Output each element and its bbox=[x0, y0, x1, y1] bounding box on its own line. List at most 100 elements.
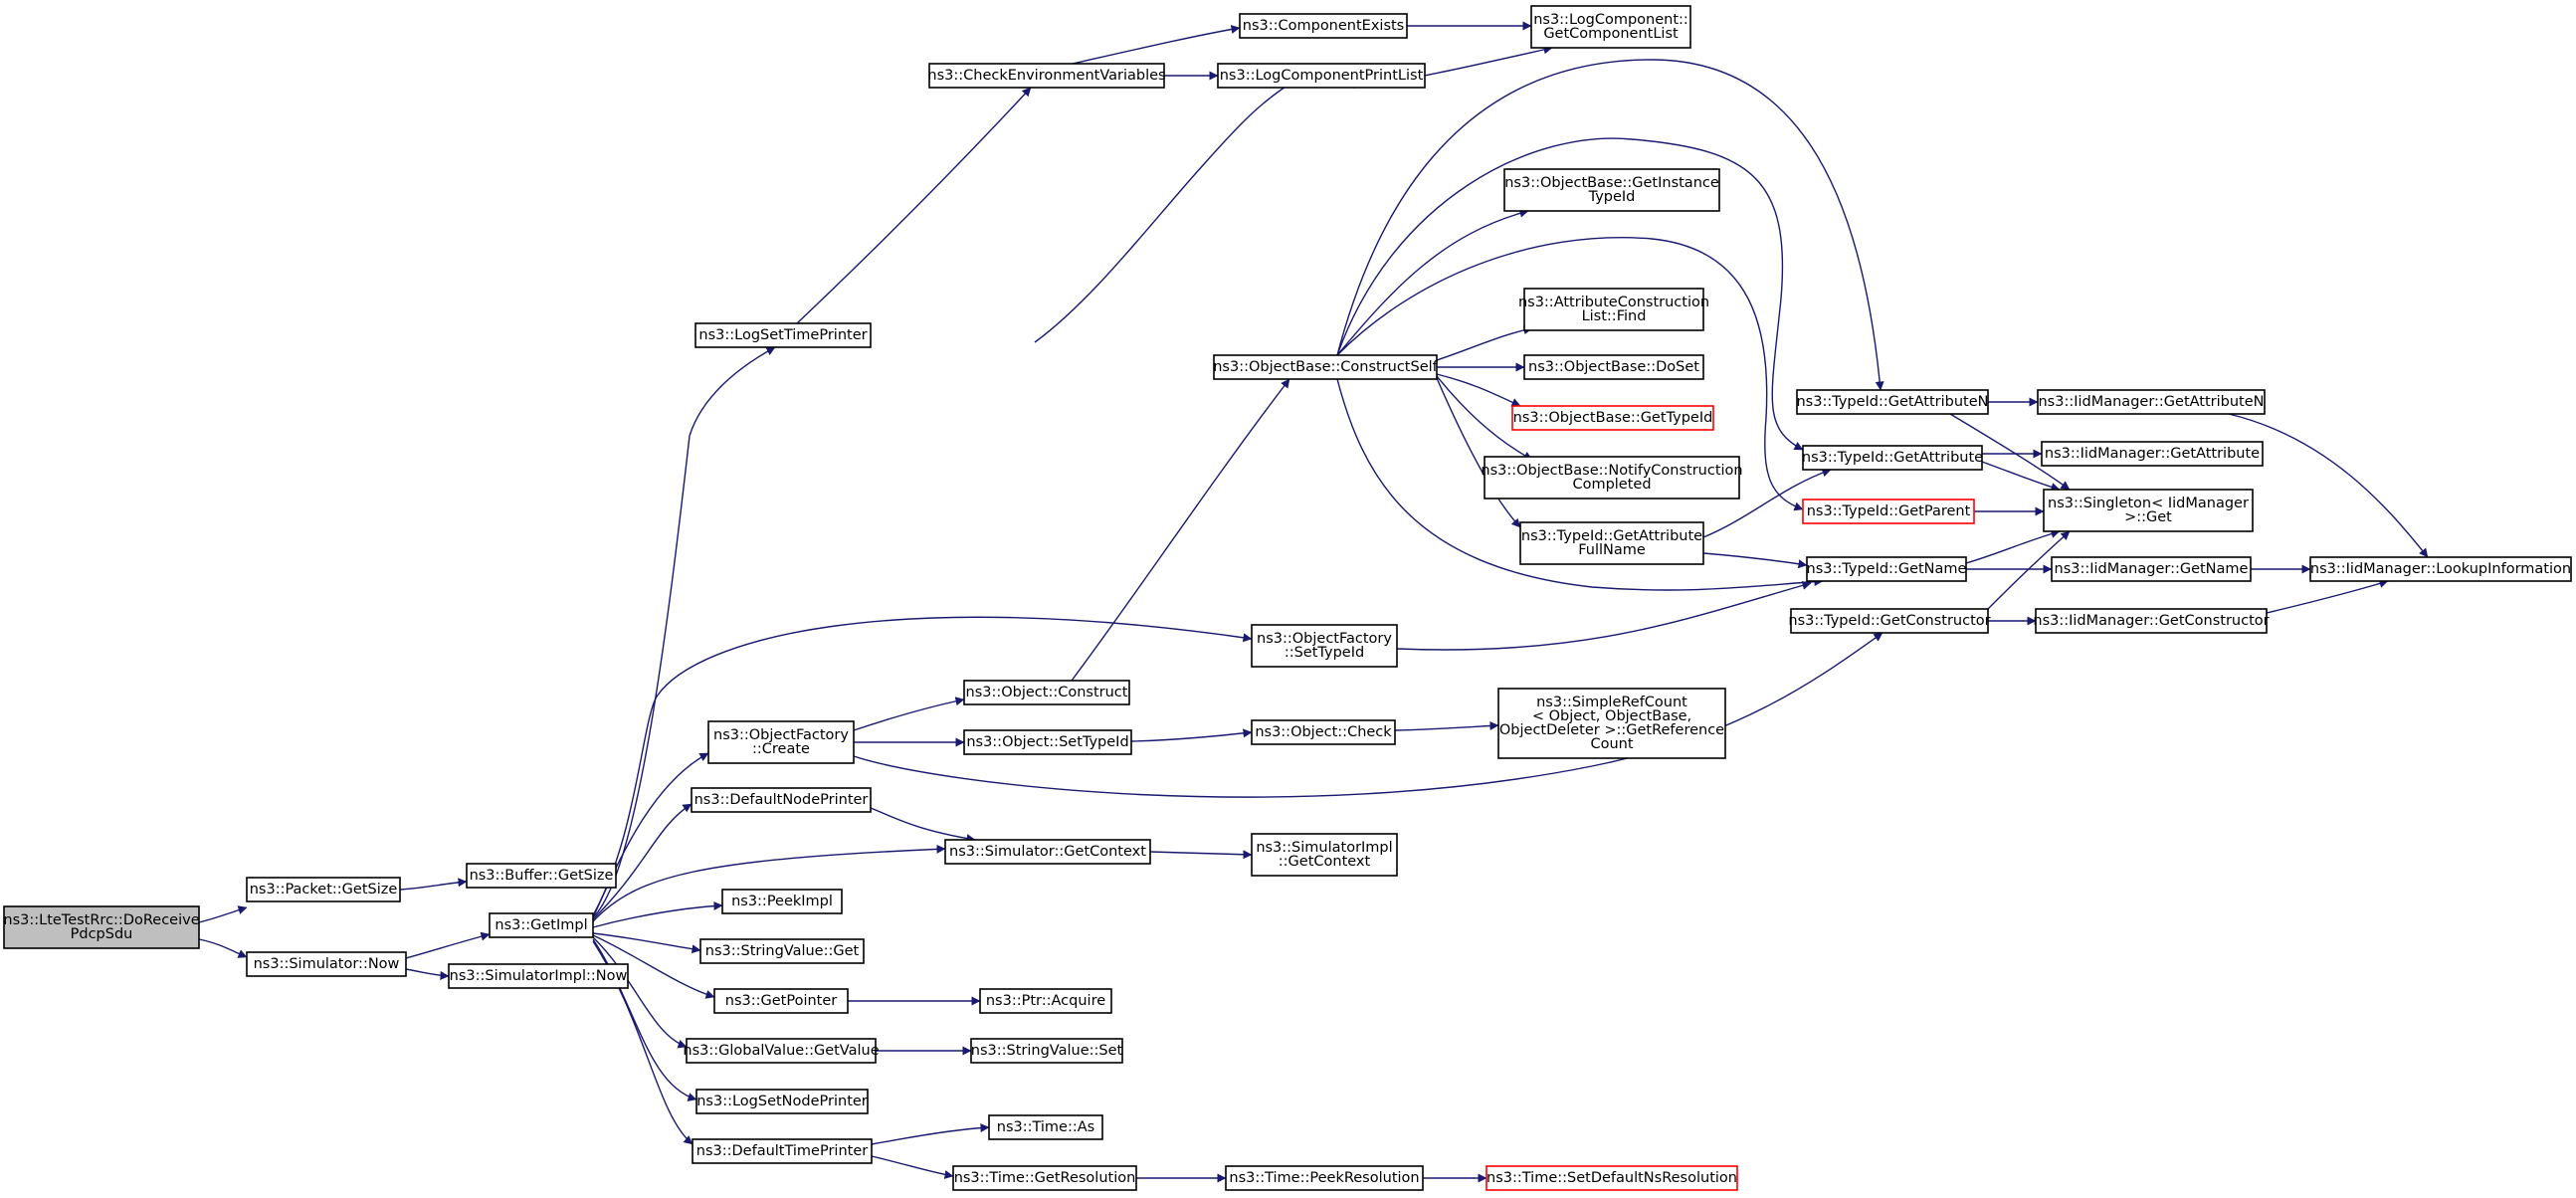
graph-node-typeid-getconstructor[interactable]: ns3::TypeId::GetConstructor bbox=[1788, 608, 1991, 634]
graph-node-ptr-acquire[interactable]: ns3::Ptr::Acquire bbox=[979, 988, 1112, 1014]
graph-node-getpointer[interactable]: ns3::GetPointer bbox=[713, 988, 849, 1014]
graph-node-time-as[interactable]: ns3::Time::As bbox=[988, 1114, 1103, 1140]
graph-node-getimpl[interactable]: ns3::GetImpl bbox=[489, 912, 594, 938]
graph-node-defaulttimeprinter[interactable]: ns3::DefaultTimePrinter bbox=[692, 1138, 873, 1164]
graph-node-simimpl-getcontext[interactable]: ns3::SimulatorImpl::GetContext bbox=[1251, 833, 1398, 877]
node-label: ::GetContext bbox=[1279, 854, 1371, 870]
graph-node-objfactory-settypeid[interactable]: ns3::ObjectFactory::SetTypeId bbox=[1251, 624, 1398, 668]
node-box bbox=[1251, 624, 1398, 668]
node-box bbox=[988, 1114, 1103, 1140]
graph-node-objbase-constructself[interactable]: ns3::ObjectBase::ConstructSelf bbox=[1213, 354, 1439, 380]
node-label: ns3::TypeId::GetAttributeN bbox=[1796, 394, 1988, 410]
node-box bbox=[246, 951, 407, 977]
graph-node-time-getresolution[interactable]: ns3::Time::GetResolution bbox=[952, 1165, 1137, 1191]
graph-node-peekimpl[interactable]: ns3::PeekImpl bbox=[721, 889, 843, 914]
graph-node-objbase-notify[interactable]: ns3::ObjectBase::NotifyConstructionCompl… bbox=[1481, 456, 1743, 499]
node-box bbox=[686, 1038, 877, 1064]
graph-node-objfactory-create[interactable]: ns3::ObjectFactory::Create bbox=[707, 720, 855, 764]
graph-node-time-peekresolution[interactable]: ns3::Time::PeekResolution bbox=[1225, 1165, 1424, 1191]
graph-node-logcompprintlist[interactable]: ns3::LogComponentPrintList bbox=[1217, 63, 1426, 89]
node-box bbox=[699, 938, 865, 964]
node-label: ns3::ComponentExists bbox=[1243, 18, 1405, 34]
graph-node-defaultnodeprinter[interactable]: ns3::DefaultNodePrinter bbox=[691, 787, 872, 813]
node-label: FullName bbox=[1578, 542, 1646, 558]
node-box bbox=[691, 787, 872, 813]
graph-node-obj-check[interactable]: ns3::Object::Check bbox=[1251, 719, 1396, 745]
call-edge bbox=[853, 697, 965, 731]
graph-node-checkenv[interactable]: ns3::CheckEnvironmentVariables bbox=[927, 63, 1166, 89]
call-edge bbox=[1981, 461, 2061, 492]
node-box bbox=[1802, 445, 1983, 471]
node-label: ns3::SimulatorImpl::Now bbox=[450, 968, 628, 984]
node-box bbox=[713, 988, 849, 1014]
graph-node-typeid-getattributen[interactable]: ns3::TypeId::GetAttributeN bbox=[1796, 389, 1989, 415]
node-label: ns3::ObjectBase::GetInstance bbox=[1504, 175, 1719, 191]
graph-node-simplerefcount[interactable]: ns3::SimpleRefCount< Object, ObjectBase,… bbox=[1497, 688, 1726, 759]
graph-node-stringvalue-set[interactable]: ns3::StringValue::Set bbox=[970, 1038, 1123, 1064]
node-label: ns3::Simulator::GetContext bbox=[949, 844, 1146, 860]
graph-node-time-setdefaultns[interactable]: ns3::Time::SetDefaultNsResolution bbox=[1486, 1165, 1738, 1191]
graph-node-typeid-getparent[interactable]: ns3::TypeId::GetParent bbox=[1802, 499, 1975, 524]
node-label: ns3::ObjectBase::ConstructSelf bbox=[1213, 359, 1438, 375]
node-label: ns3::LogSetTimePrinter bbox=[698, 327, 867, 343]
graph-node-iid-getattribute[interactable]: ns3::IidManager::GetAttribute bbox=[2041, 441, 2264, 467]
graph-node-compexists[interactable]: ns3::ComponentExists bbox=[1239, 13, 1408, 39]
node-label: ns3::LteTestRrc::DoReceive bbox=[3, 912, 199, 928]
graph-node-typeid-getname[interactable]: ns3::TypeId::GetName bbox=[1806, 556, 1967, 582]
graph-node-sim-getcontext[interactable]: ns3::Simulator::GetContext bbox=[944, 839, 1151, 865]
node-label: ns3::SimpleRefCount bbox=[1536, 695, 1687, 710]
graph-node-iid-getattributen[interactable]: ns3::IidManager::GetAttributeN bbox=[2037, 389, 2266, 415]
node-box bbox=[1530, 5, 1691, 49]
call-edge bbox=[870, 807, 976, 844]
node-label: ns3::Object::SetTypeId bbox=[966, 734, 1128, 750]
graph-node-iid-getconstructor[interactable]: ns3::IidManager::GetConstructor bbox=[2033, 608, 2270, 634]
graph-node-getcomplist[interactable]: ns3::LogComponent::GetComponentList bbox=[1530, 5, 1691, 49]
call-edge bbox=[1336, 208, 1529, 356]
node-box bbox=[1225, 1165, 1424, 1191]
graph-node-iid-getname[interactable]: ns3::IidManager::GetName bbox=[2051, 556, 2252, 582]
call-edge bbox=[1336, 378, 1824, 591]
graph-node-pkt-getsize[interactable]: ns3::Packet::GetSize bbox=[246, 877, 401, 902]
node-label: ns3::Time::PeekResolution bbox=[1229, 1170, 1419, 1186]
graph-node-typeid-getattribute[interactable]: ns3::TypeId::GetAttribute bbox=[1802, 445, 1983, 471]
node-box bbox=[1802, 499, 1975, 524]
node-label: ::SetTypeId bbox=[1285, 645, 1364, 661]
node-box bbox=[979, 988, 1112, 1014]
node-label: PdcpSdu bbox=[71, 926, 133, 942]
node-label: ns3::TypeId::GetAttribute bbox=[1802, 450, 1983, 466]
node-box bbox=[2309, 556, 2572, 582]
graph-node-globalvalue-getvalue[interactable]: ns3::GlobalValue::GetValue bbox=[683, 1038, 880, 1064]
call-edge bbox=[1987, 530, 2071, 610]
graph-node-objbase-gettypeid[interactable]: ns3::ObjectBase::GetTypeId bbox=[1511, 405, 1714, 431]
call-edge bbox=[592, 803, 693, 920]
graph-node-objbase-doset[interactable]: ns3::ObjectBase::DoSet bbox=[1523, 354, 1704, 380]
graph-node-logsettimeprinter[interactable]: ns3::LogSetTimePrinter bbox=[694, 322, 872, 348]
node-label: ns3::TypeId::GetConstructor bbox=[1788, 613, 1990, 629]
graph-node-buf-getsize[interactable]: ns3::Buffer::GetSize bbox=[466, 863, 617, 889]
graph-node-obj-construct[interactable]: ns3::Object::Construct bbox=[963, 680, 1130, 705]
node-box bbox=[2035, 608, 2268, 634]
node-label: ns3::Packet::GetSize bbox=[250, 882, 398, 898]
node-label: ns3::ObjectFactory bbox=[713, 727, 849, 743]
graph-node-obj-settypeid[interactable]: ns3::Object::SetTypeId bbox=[963, 729, 1132, 755]
node-box bbox=[970, 1038, 1123, 1064]
node-label: ns3::ObjectFactory bbox=[1257, 631, 1392, 647]
graph-node-singleton-get[interactable]: ns3::Singleton< IidManager >::Get bbox=[2043, 489, 2254, 532]
node-box bbox=[952, 1165, 1137, 1191]
graph-node-stringvalue-get[interactable]: ns3::StringValue::Get bbox=[699, 938, 865, 964]
graph-node-logsetnodeprinter[interactable]: ns3::LogSetNodePrinter bbox=[695, 1089, 869, 1114]
node-box bbox=[246, 877, 401, 902]
call-edge bbox=[853, 632, 1883, 798]
call-edge bbox=[1130, 728, 1253, 742]
graph-node-iid-lookupinfo[interactable]: ns3::IidManager::LookupInformation bbox=[2309, 556, 2572, 582]
graph-node-simimpl-now[interactable]: ns3::SimulatorImpl::Now bbox=[448, 963, 629, 989]
node-box bbox=[1213, 354, 1438, 380]
graph-node-sim-now[interactable]: ns3::Simulator::Now bbox=[246, 951, 407, 977]
node-label: ns3::Time::SetDefaultNsResolution bbox=[1486, 1170, 1737, 1186]
